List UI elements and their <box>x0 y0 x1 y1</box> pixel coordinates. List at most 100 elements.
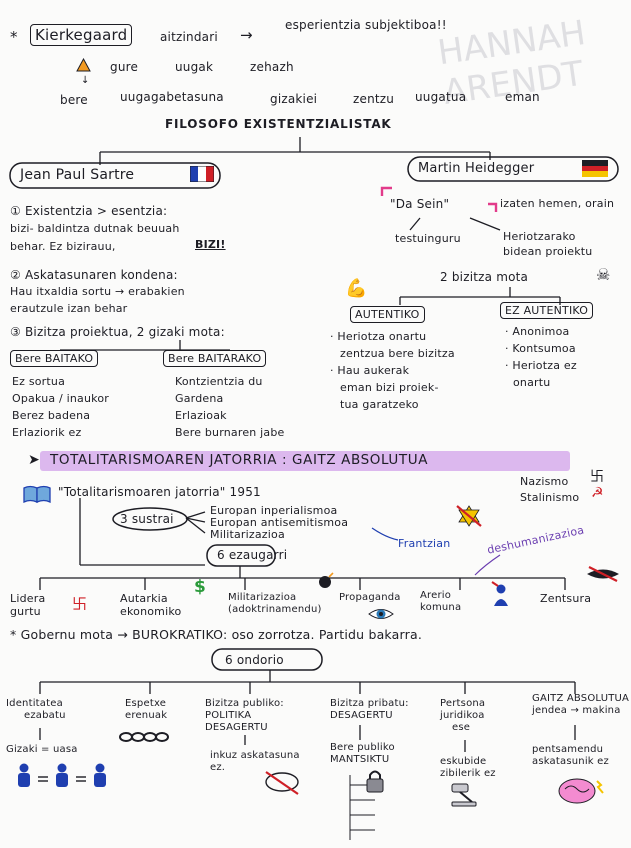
esperientzia-text: esperientzia subjektiboa!! <box>285 18 447 32</box>
ezaugarri-propaganda: Propaganda <box>339 592 401 603</box>
ondorio-4: Bizitza pribatu: DESAGERTU <box>330 698 425 722</box>
ondorio-3-line: DESAGERTU <box>205 722 268 733</box>
swastika-icon: 卐 <box>590 469 605 485</box>
heidegger-name: Martin Heidegger <box>418 161 535 176</box>
ondorio-6-line: GAITZ ABSOLUTUA <box>532 693 630 704</box>
swastika-red-icon: 卐 <box>72 595 88 613</box>
ondorio-1-line: Identitatea <box>6 698 63 709</box>
warning-triangle-icon <box>76 58 91 72</box>
kierkegaard-box: Kierkegaard <box>30 24 133 46</box>
zehazh-text: zehazh <box>250 60 294 74</box>
ezaugarri-militarizazioa: Militarizazioa (adoktrinamendu) <box>228 592 322 615</box>
autentiko-item: eman bizi proiek- <box>340 381 439 394</box>
eman-text: eman <box>505 90 540 104</box>
ondorio-3: Bizitza publiko: POLITIKA DESAGERTU <box>205 698 300 734</box>
autentiko-item: · Hau aukerak <box>330 364 410 377</box>
ez-autentiko-item: · Anonimoa <box>505 325 570 338</box>
sartre-name: Jean Paul Sartre <box>20 167 135 183</box>
eye-icon <box>368 609 394 619</box>
brain-icon <box>558 778 604 804</box>
open-book-icon <box>23 485 51 504</box>
bere-baitarako-item: Gardena <box>175 392 224 405</box>
ondorio-2-line: Espetxe <box>125 698 167 709</box>
sartre-point2-title: ② Askatasunaren kondena: <box>10 268 178 282</box>
ondorio-label: 6 ondorio <box>225 653 284 667</box>
ezaugarri-zentsura: Zentsura <box>540 592 592 605</box>
izaten-text: izaten hemen, orain <box>500 197 615 210</box>
bere-baitarako-item: Bere burnaren jabe <box>175 426 285 439</box>
stalinismo-text: Stalinismo <box>520 491 580 504</box>
ondorio-2-line: erenuak <box>125 710 168 721</box>
enemy-person-icon <box>491 581 508 606</box>
sustrai-label: 3 sustrai <box>120 512 174 526</box>
french-flag-icon <box>190 166 214 182</box>
ezaugarri-arerio: Arerio komuna <box>420 590 462 613</box>
bere-baitako-item: Erlaziorik ez <box>12 426 82 439</box>
bere-text: bere <box>60 93 88 107</box>
ondorio-6: GAITZ ABSOLUTUA jendea → makina <box>532 693 630 717</box>
ezaugarri-label: 6 ezaugarri <box>217 548 288 562</box>
sartre-bizi-emphasis: BIZI! <box>195 238 226 251</box>
totalitarismo-heading: TOTALITARISMOAREN JATORRIA : GAITZ ABSOL… <box>50 452 429 468</box>
bere-baitarako-item: Erlazioak <box>175 409 227 422</box>
nazismo-text: Nazismo <box>520 475 569 488</box>
sartre-point2-line2: erautzule izan behar <box>10 302 128 315</box>
ez-autentiko-item: onartu <box>513 376 551 389</box>
hammer-sickle-icon: ☭ <box>591 485 604 501</box>
aitzindari-text: aitzindari <box>160 30 218 44</box>
star-of-david-crossed-icon <box>456 505 482 527</box>
gure-text: gure <box>110 60 139 74</box>
ondorio-5-line: Pertsona <box>440 698 486 709</box>
down-arrow-glyph: ↓ <box>81 75 90 86</box>
sartre-point1-line1: bizi- baldintza dutnak beuuah <box>10 222 180 235</box>
ez-autentiko-item: · Heriotza ez <box>505 359 577 372</box>
star-bullet: * <box>10 28 18 46</box>
section-title: FILOSOFO EXISTENTZIALISTAK <box>165 117 392 131</box>
sartre-point3-title: ③ Bizitza proiektua, 2 gizaki mota: <box>10 325 225 339</box>
section-highlight <box>40 451 570 471</box>
ez-autentiko-box: EZ AUTENTIKO <box>500 302 594 319</box>
gizakiei-text: gizakiei <box>270 92 318 106</box>
ondorio-5-line: ese <box>452 722 471 733</box>
bere-baitako-item: Ez sortua <box>12 375 66 388</box>
bizitza-mota-text: 2 bizitza mota <box>440 270 529 284</box>
ondorio-3-line: POLITIKA <box>205 710 252 721</box>
heriotzarako-text: Heriotzarako <box>503 230 576 243</box>
sartre-point2-line1: Hau itxaldia sortu → erabakien <box>10 285 185 298</box>
dollar-icon: $ <box>194 577 207 597</box>
ungak-text: uugak <box>175 60 214 74</box>
identical-people-icon <box>18 763 106 787</box>
crossed-eye-icon <box>587 566 619 582</box>
bidean-proiektu-text: bidean proiektu <box>503 245 593 258</box>
ondorio-4-line: Bizitza pribatu: <box>330 698 409 709</box>
dasein-text: "Da Sein" <box>390 197 450 211</box>
ondorio-1: Identitatea ezabatu <box>6 698 81 722</box>
no-speech-icon <box>265 771 299 795</box>
bomb-icon <box>319 572 334 588</box>
ondorio-6-sub: pentsamendu askatasunik ez <box>532 744 609 767</box>
section-arrow-icon: ➤ <box>28 452 40 468</box>
gobernu-mota-text: * Gobernu mota → BUROKRATIKO: oso zorrot… <box>10 627 423 642</box>
bere-baitako-item: Berez badena <box>12 409 91 422</box>
chain-icon <box>119 732 169 742</box>
sustrai-item: Militarizazioa <box>210 528 285 541</box>
ondorio-1-sub: Gizaki = uasa <box>6 744 78 755</box>
ungagabetasuna-text: uugagabetasuna <box>120 90 224 104</box>
ondorio-5-sub: eskubide zibilerik ez <box>440 756 496 779</box>
arrow-glyph: → <box>240 26 253 44</box>
autentiko-item: zentzua bere bizitza <box>340 347 455 360</box>
gavel-icon <box>451 783 477 807</box>
ondorio-1-line: ezabatu <box>24 710 66 721</box>
padlock-icon <box>366 770 384 793</box>
ondorio-4-sub: Bere publiko MANTSIKTU <box>330 742 395 765</box>
testuinguru-text: testuinguru <box>395 232 461 245</box>
sartre-point1-line2a: behar. Ez bizirauu, <box>10 240 116 253</box>
ondorio-2: Espetxe erenuak <box>125 698 195 722</box>
flexed-arm-icon: 💪 <box>345 278 368 299</box>
sustrai-item: Europan antisemitismoa <box>210 516 349 529</box>
ondorio-5: Pertsona juridikoa ese <box>440 698 510 734</box>
frantzian-text: Frantzian <box>398 537 451 550</box>
zentzu-text: zentzu <box>353 92 395 106</box>
skull-icon: ☠ <box>596 265 611 284</box>
